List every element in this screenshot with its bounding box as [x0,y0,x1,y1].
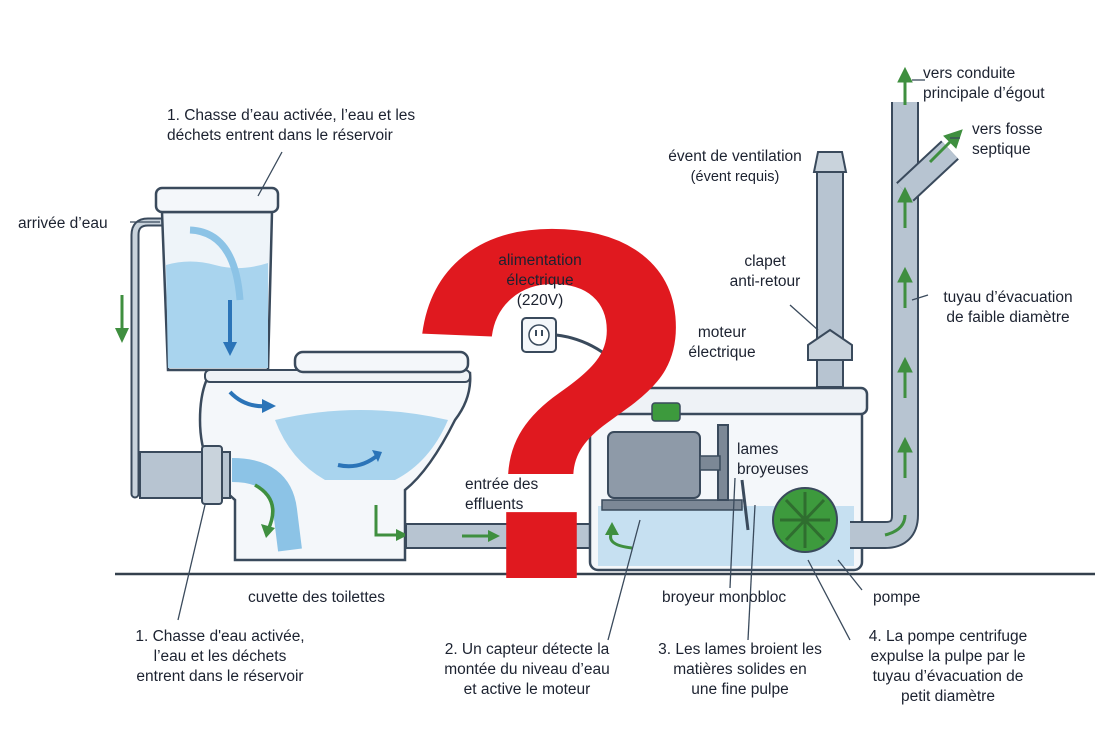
label-power-voltage: (220V) [516,292,564,309]
question-mark-icon: ? [399,125,704,684]
label-sewer: vers conduite principale d’égout [923,65,1045,102]
label-motor: moteur électrique [688,324,756,361]
down-arrow-icon [115,295,129,343]
power-cable [555,333,634,381]
label-pump: pompe [873,589,921,606]
label-unit: broyeur monobloc [662,589,787,606]
label-blades: lames broyeuses [737,441,809,478]
label-vent: évent de ventilation [668,148,802,165]
grinding-blade [717,424,729,501]
label-inlet: entrée des effluents [465,476,539,513]
bowl-water [275,410,448,480]
label-top-step-1: 1. Chasse d’eau activée, l’eau et les dé… [167,107,416,144]
up-arrow-icon [884,66,963,537]
label-septic: vers fosse septique [972,121,1043,158]
label-vent-note: (évent requis) [690,169,780,185]
tank-water [166,261,268,368]
label-step-4: 4. La pompe centrifuge expulse la pulpe … [868,628,1028,705]
vent-pipe [807,151,853,388]
effluent-inlet-pipe [405,523,597,549]
label-step-2: 2. Un capteur détecte la montée du nivea… [444,641,610,698]
label-step-3: 3. Les lames broient les matières solide… [658,641,822,698]
label-drain-pipe: tuyau d’évacuation de faible diamètre [943,289,1073,326]
toilet-bowl [198,350,472,562]
toilet-tank [154,186,280,372]
label-water-inlet: arrivée d’eau [18,215,108,232]
trap-pipe [139,445,302,552]
label-check-valve: clapet anti-retour [729,253,801,290]
sensor [651,402,681,422]
label-step-1: 1. Chasse d'eau activée, l’eau et les dé… [135,628,305,685]
check-valve [807,328,853,361]
leader-lines [130,79,960,641]
label-bowl: cuvette des toilettes [248,589,385,606]
macerator-unit [583,386,869,572]
label-power-supply: alimentation électrique [498,252,582,289]
right-arrow-icon [374,505,408,541]
